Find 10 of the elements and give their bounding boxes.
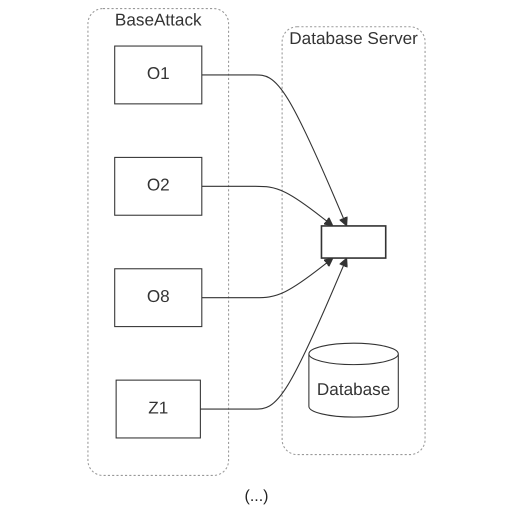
node-box: O8 bbox=[114, 268, 202, 328]
node-box: Z1 bbox=[116, 380, 201, 438]
arrow bbox=[200, 258, 348, 410]
arrow bbox=[202, 258, 334, 298]
arrow bbox=[202, 186, 334, 226]
arrow bbox=[202, 74, 348, 226]
node-bar bbox=[320, 225, 387, 259]
ellipsis-note: (...) bbox=[244, 488, 268, 505]
node-box: O1 bbox=[114, 46, 202, 104]
node-box: O2 bbox=[114, 156, 202, 216]
